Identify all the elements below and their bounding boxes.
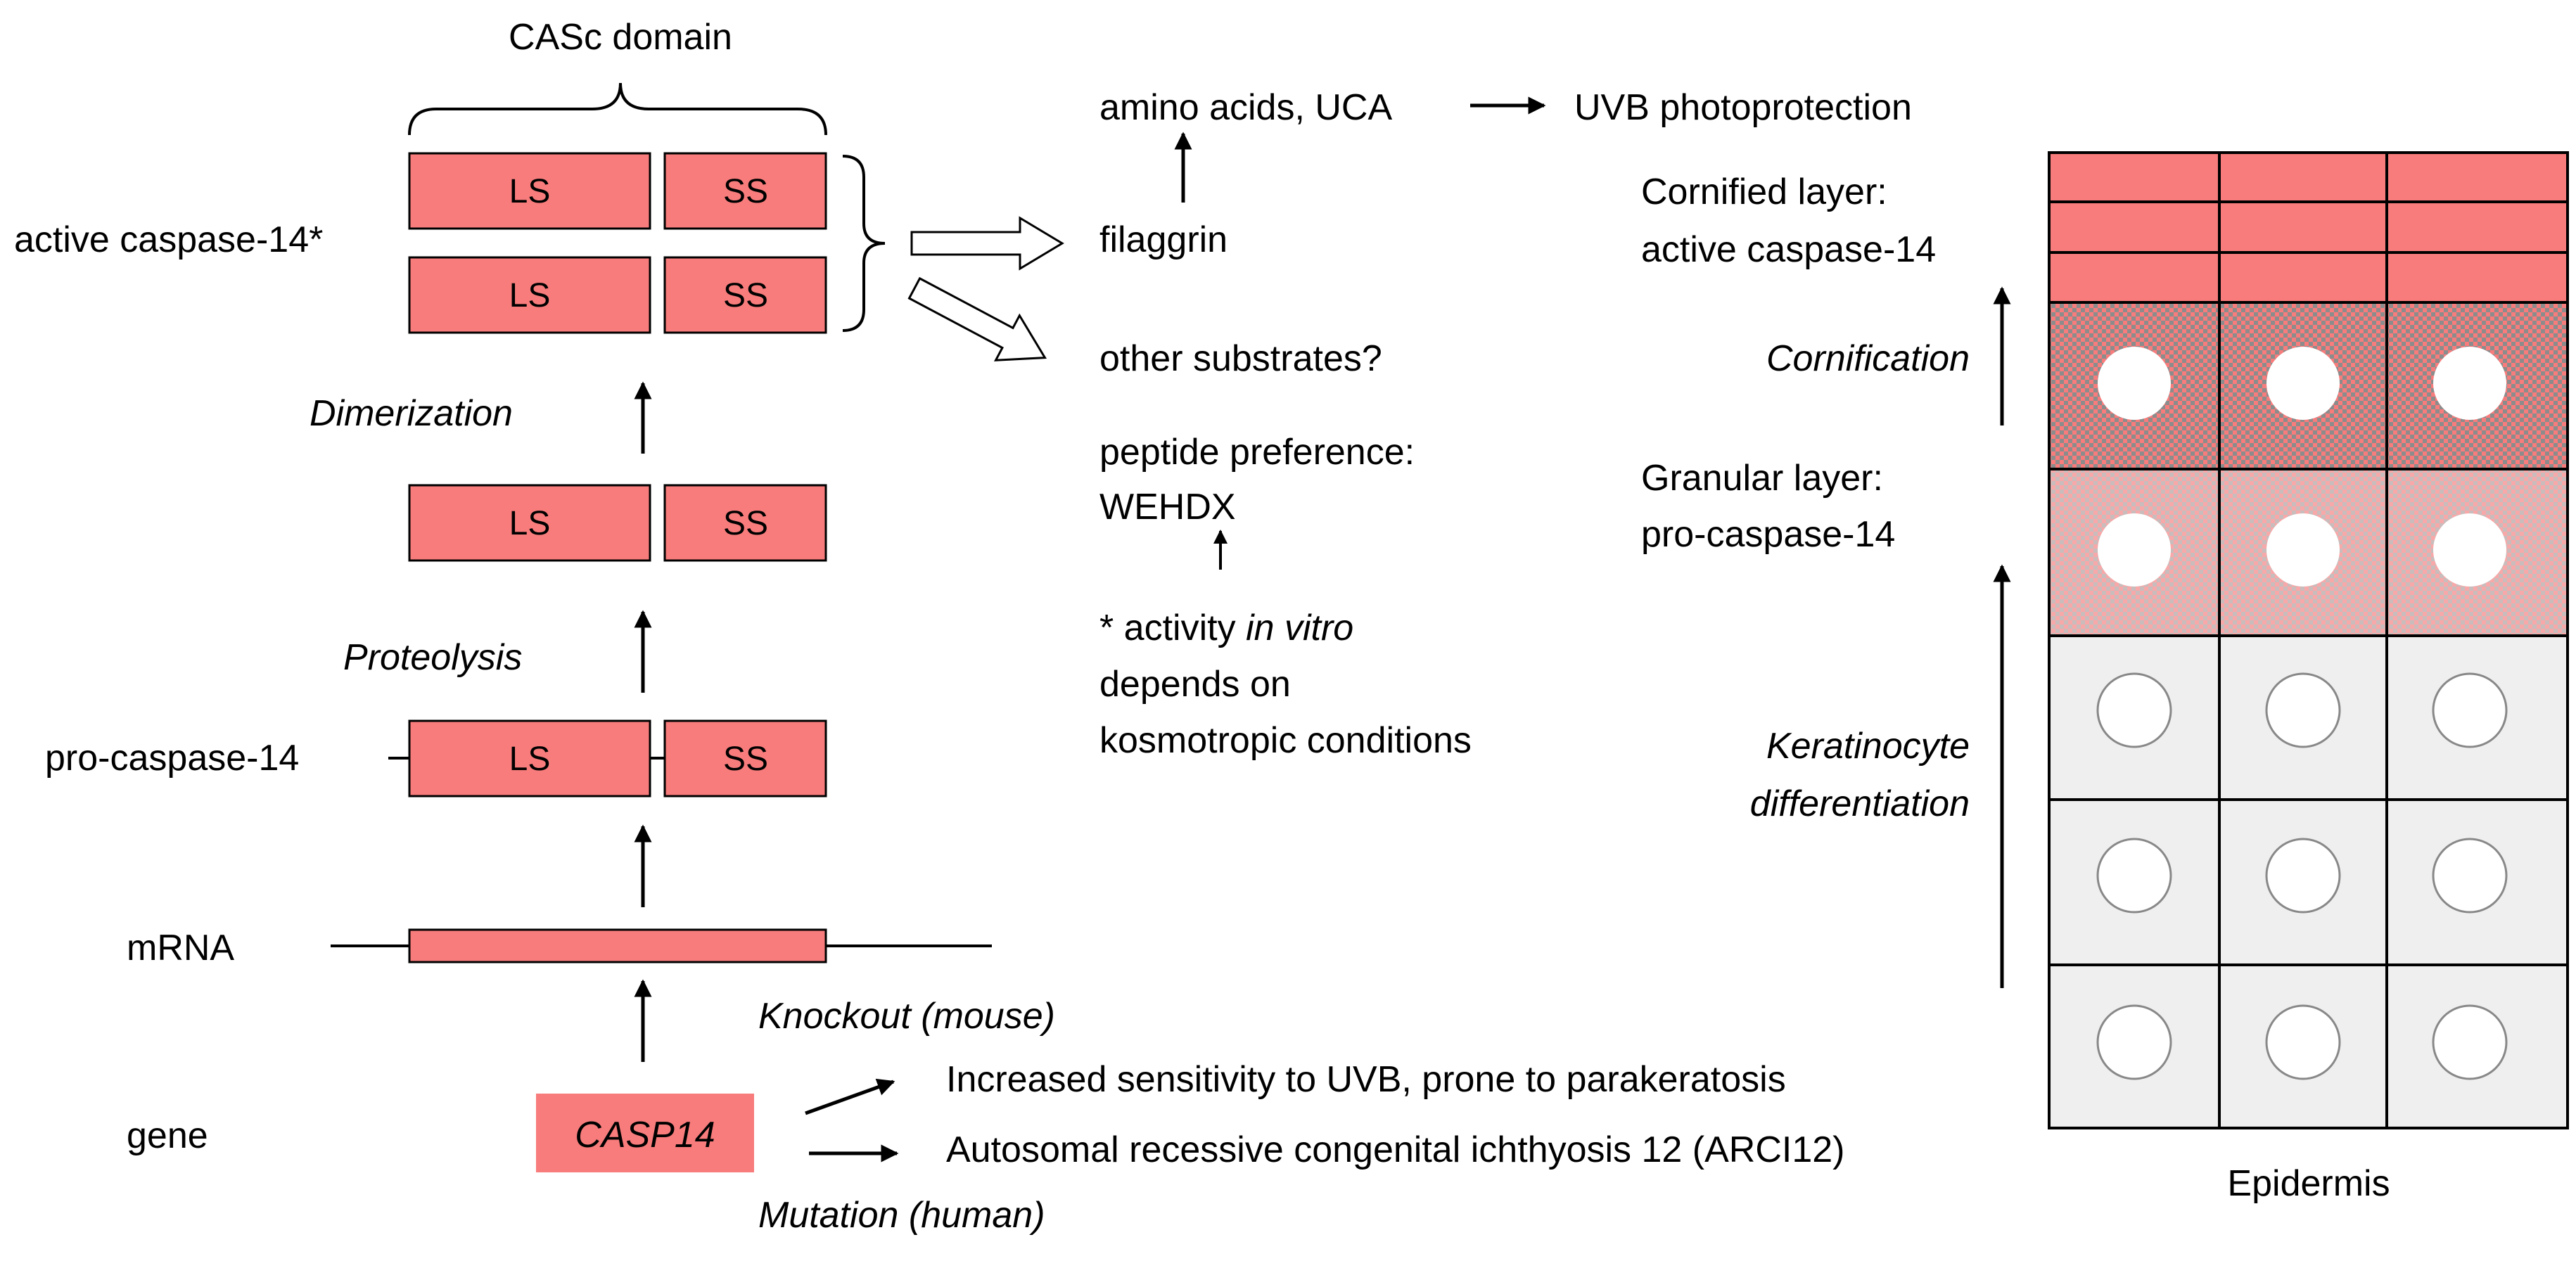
motif-label: WEHDX — [1099, 487, 1236, 527]
pro-caspase: LS SS — [388, 719, 827, 798]
activity-note-line1: * activity in vitro — [1099, 608, 1353, 648]
amino-acids-label: amino acids, UCA — [1099, 87, 1392, 128]
casp14-gene-name: CASP14 — [575, 1115, 715, 1155]
mrna-label: mRNA — [127, 928, 234, 968]
dimerization-label: Dimerization — [310, 393, 513, 434]
ss-label: SS — [723, 505, 768, 542]
nucleus — [2432, 838, 2508, 914]
casc-domain-brace — [408, 82, 827, 136]
mutation-label: Mutation (human) — [758, 1195, 1045, 1236]
ss-label: SS — [723, 741, 768, 778]
activity-note-line2: depends on — [1099, 664, 1291, 705]
ls-label: LS — [509, 173, 551, 210]
other-substrates-label: other substrates? — [1099, 338, 1382, 379]
dimer-brace — [842, 155, 886, 332]
active-caspase-label: active caspase-14* — [14, 219, 323, 260]
ss-label: SS — [723, 173, 768, 210]
nucleus — [2265, 838, 2341, 914]
nucleus — [2433, 347, 2506, 420]
nucleus — [2266, 347, 2340, 420]
epidermis-grid — [2048, 151, 2569, 1129]
uvb-photoprotection-label: UVB photoprotection — [1574, 87, 1912, 128]
keratinocyte-label: Keratinocyte — [1766, 726, 1970, 767]
mrna-transcript — [331, 928, 992, 963]
proteolysis-label: Proteolysis — [343, 637, 522, 678]
granular-layer-enzyme: pro-caspase-14 — [1641, 514, 1895, 555]
cornified-layer-enzyme: active caspase-14 — [1641, 229, 1936, 270]
casc-domain-label: CASc domain — [509, 17, 732, 58]
active-caspase-dimer: LS SS LS SS — [408, 152, 827, 334]
nucleus — [2265, 672, 2341, 748]
cornified-layer — [2049, 153, 2568, 302]
ls-label: LS — [509, 505, 551, 542]
gene-label: gene — [127, 1115, 208, 1156]
nucleus — [2432, 1004, 2508, 1080]
cleaved-caspase: LS SS — [408, 484, 827, 562]
ls-label: LS — [509, 277, 551, 314]
nucleus — [2432, 672, 2508, 748]
knockout-label: Knockout (mouse) — [758, 996, 1055, 1037]
ss-label: SS — [723, 277, 768, 314]
differentiation-label: differentiation — [1750, 783, 1970, 824]
cornification-label: Cornification — [1766, 338, 1970, 379]
nucleus — [2433, 513, 2506, 587]
nucleus — [2098, 347, 2171, 420]
nucleus — [2096, 672, 2172, 748]
mutation-effect: Autosomal recessive congenital ichthyosi… — [946, 1129, 1844, 1170]
nucleus — [2266, 513, 2340, 587]
cornified-layer-label: Cornified layer: — [1641, 172, 1887, 212]
nucleus — [2098, 513, 2171, 587]
nucleus — [2096, 1004, 2172, 1080]
knockout-arrow — [805, 1078, 895, 1115]
peptide-preference-label: peptide preference: — [1099, 432, 1415, 473]
ls-label: LS — [509, 741, 551, 778]
nucleus — [2096, 838, 2172, 914]
casp14-gene-box — [536, 1094, 754, 1172]
epidermis-title: Epidermis — [2227, 1163, 2390, 1204]
knockout-effect: Increased sensitivity to UVB, prone to p… — [946, 1059, 1786, 1100]
granular-layer-label: Granular layer: — [1641, 458, 1883, 499]
nucleus — [2265, 1004, 2341, 1080]
filaggrin-hollow-arrow — [910, 216, 1064, 271]
pro-caspase-label: pro-caspase-14 — [45, 738, 299, 779]
other-substrates-hollow-arrow — [907, 276, 1047, 361]
activity-note-line3: kosmotropic conditions — [1099, 720, 1472, 761]
filaggrin-label: filaggrin — [1099, 219, 1228, 260]
